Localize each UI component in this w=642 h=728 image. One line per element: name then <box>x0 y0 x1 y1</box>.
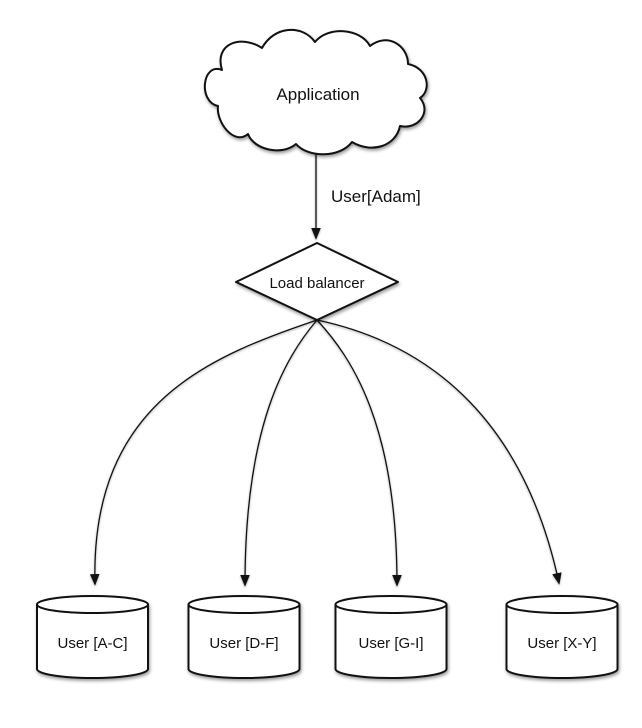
cylinder-top <box>36 595 149 614</box>
cylinder-body <box>187 603 301 679</box>
shard-node-3 <box>334 595 448 679</box>
load-balancer-node <box>235 242 399 321</box>
request-edge-label: User[Adam] <box>331 187 421 206</box>
application-label: Application <box>276 85 359 104</box>
shard-label-1: User [A-C] <box>57 635 127 652</box>
cylinder-top <box>505 595 619 614</box>
cylinder-body <box>334 603 448 679</box>
cylinder-body <box>505 603 619 679</box>
cylinder-top <box>334 595 448 614</box>
cylinder-top <box>187 595 301 614</box>
edge-loadbalancer-to-shard-1 <box>89 319 318 586</box>
shard-node-4 <box>505 595 619 679</box>
application-node <box>204 28 428 156</box>
shard-label-3: User [G-I] <box>358 635 423 652</box>
shard-node-1 <box>36 595 149 679</box>
load-balancer-label: Load balancer <box>269 275 364 292</box>
edge-loadbalancer-to-shard-2 <box>240 319 318 587</box>
cloud-shape <box>204 28 428 156</box>
edge-loadbalancer-to-shard-3 <box>316 319 402 587</box>
cylinder-body <box>36 603 149 679</box>
diamond-shape <box>235 242 399 321</box>
edges-layer <box>89 152 562 587</box>
shard-label-2: User [D-F] <box>209 635 278 652</box>
shard-label-4: User [X-Y] <box>527 635 596 652</box>
shard-node-2 <box>187 595 301 679</box>
edge-loadbalancer-to-shard-4 <box>316 319 562 585</box>
